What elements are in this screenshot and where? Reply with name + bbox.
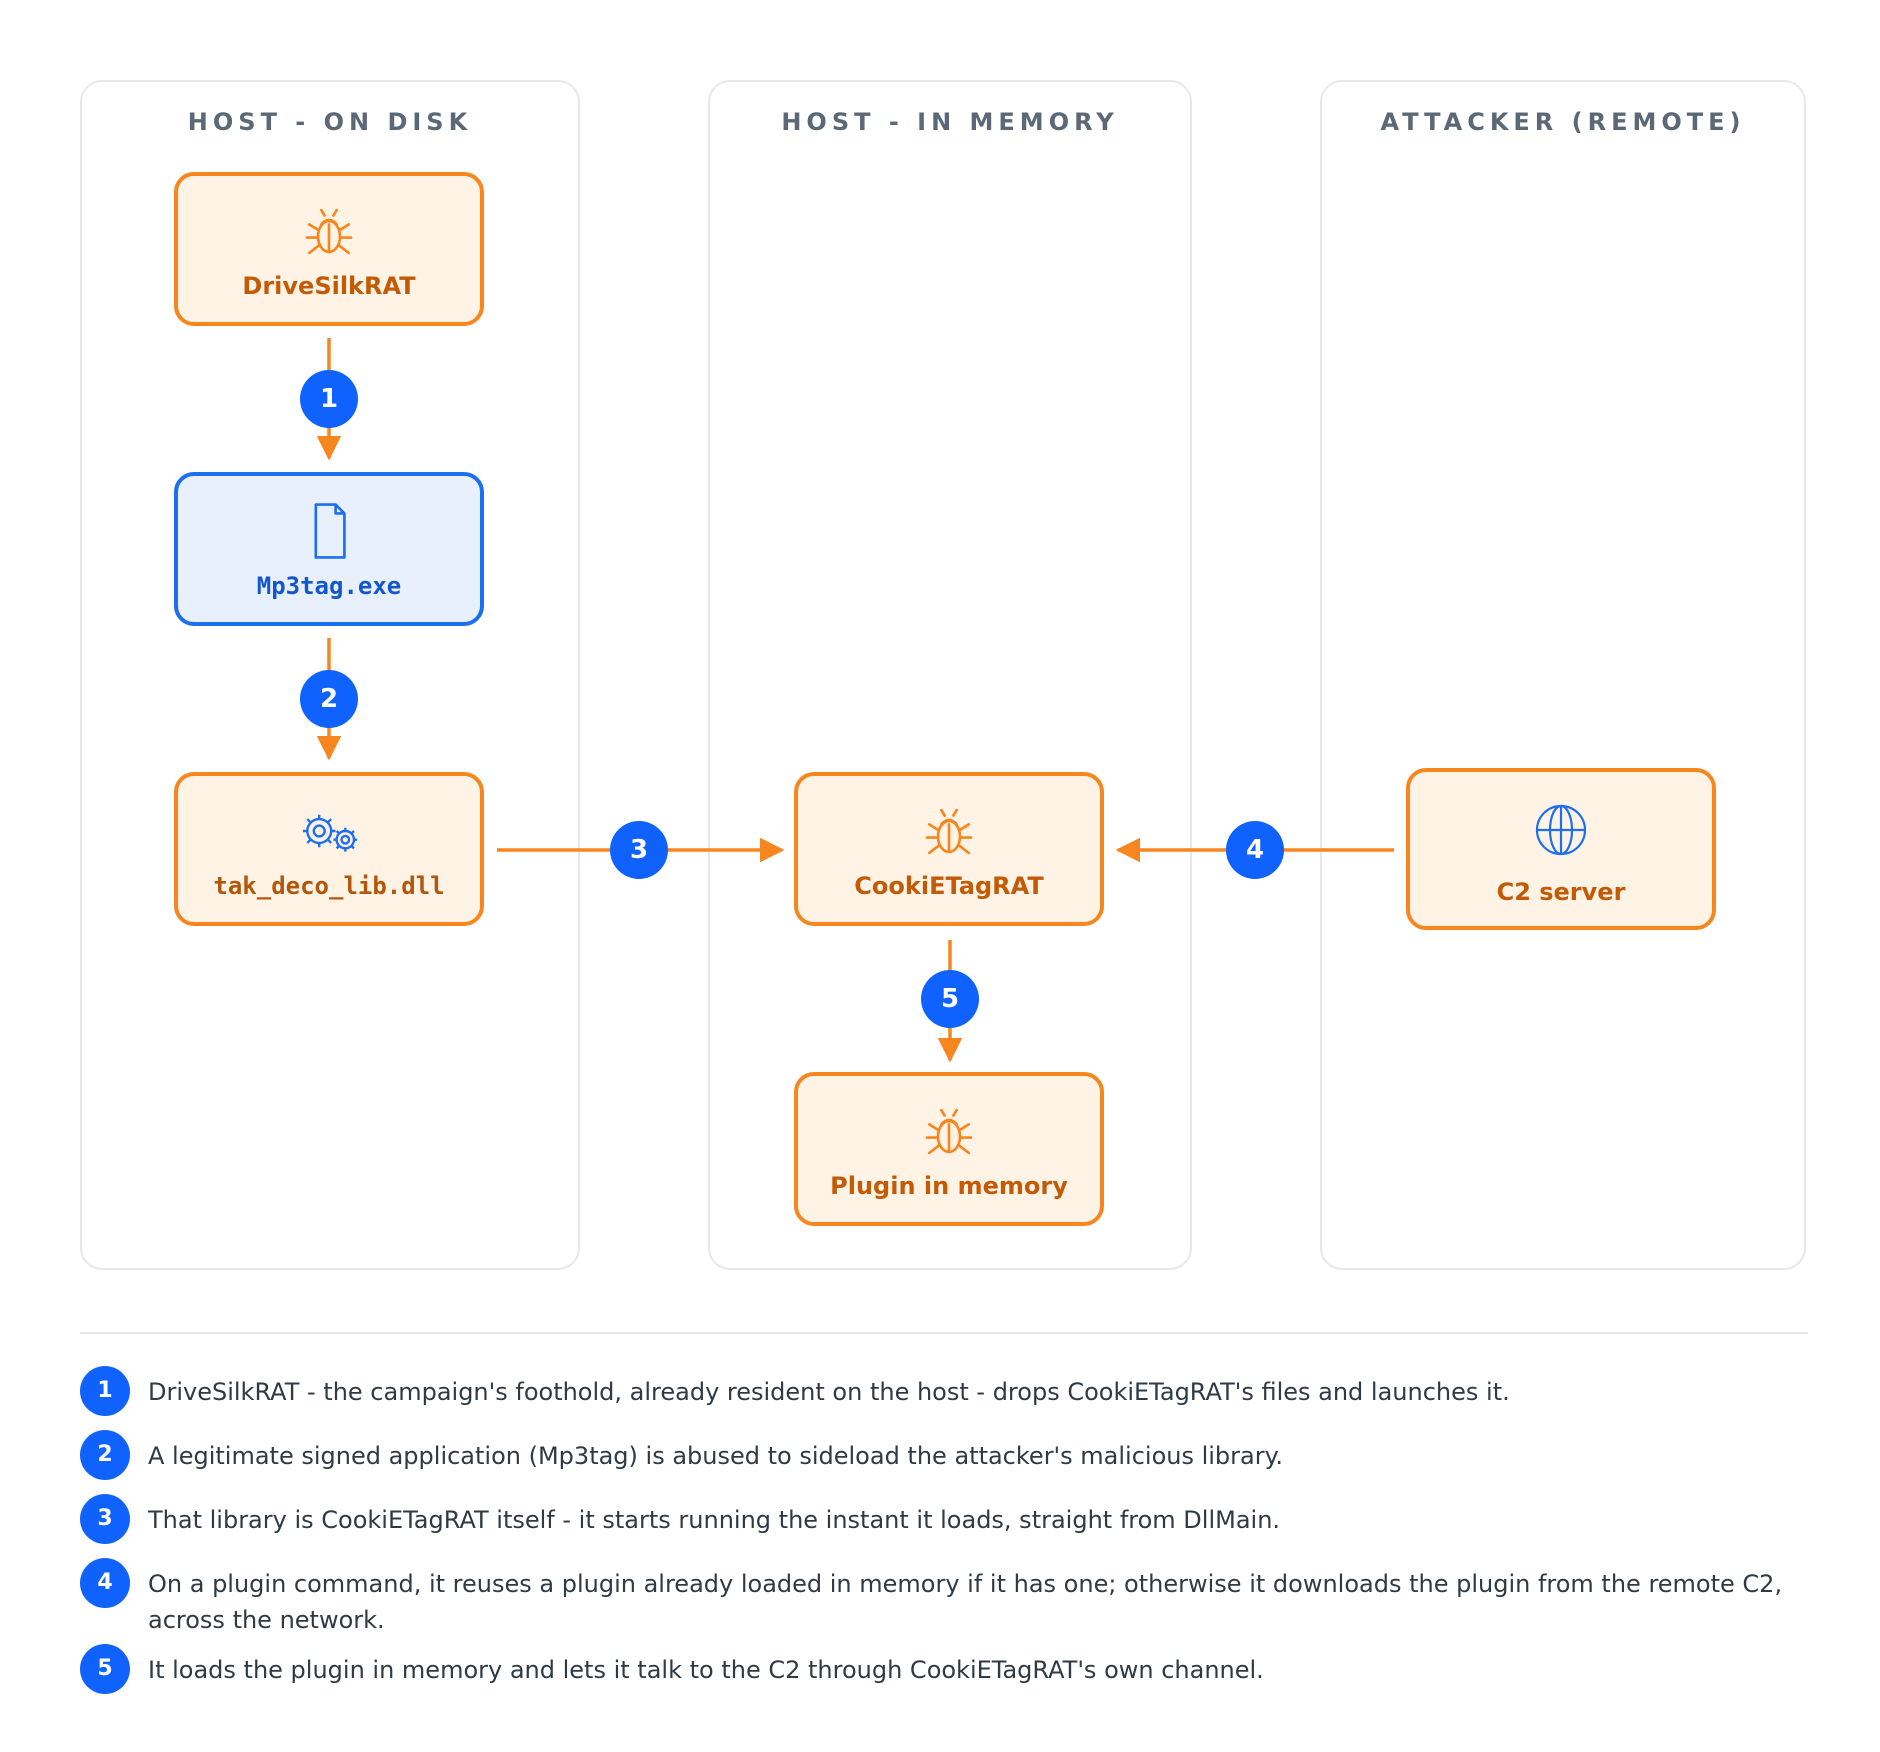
globe-icon (1410, 800, 1712, 866)
step-badge-3: 3 (610, 821, 668, 879)
step-badge-4: 4 (1226, 821, 1284, 879)
node-drivesilkrat: DriveSilkRAT (174, 172, 484, 326)
lane-host-in-memory (708, 80, 1192, 1270)
lane-title-attacker: ATTACKER (REMOTE) (1380, 108, 1746, 136)
node-tak-deco-lib-dll: tak_deco_lib.dll (174, 772, 484, 926)
step-badge-2: 2 (300, 670, 358, 728)
legend-badge: 4 (80, 1558, 130, 1608)
node-label: DriveSilkRAT (242, 272, 416, 300)
node-c2-server: C2 server (1406, 768, 1716, 930)
legend-text: On a plugin command, it reuses a plugin … (148, 1570, 1783, 1634)
bug-icon (178, 198, 480, 264)
lane-title-on-disk: HOST - ON DISK (187, 108, 473, 136)
legend-text: It loads the plugin in memory and lets i… (148, 1656, 1264, 1684)
node-label: Plugin in memory (830, 1172, 1068, 1200)
legend-badge: 1 (80, 1366, 130, 1416)
step-badge-5: 5 (921, 970, 979, 1028)
legend-text: That library is CookiETagRAT itself - it… (148, 1506, 1281, 1534)
legend-text: DriveSilkRAT - the campaign's foothold, … (148, 1378, 1510, 1406)
node-label: Mp3tag.exe (256, 572, 402, 600)
legend-divider (80, 1332, 1808, 1334)
file-icon (178, 498, 480, 564)
legend-badge: 3 (80, 1494, 130, 1544)
lane-title-in-memory: HOST - IN MEMORY (781, 108, 1119, 136)
legend-badge: 2 (80, 1430, 130, 1480)
node-label: tak_deco_lib.dll (213, 872, 445, 900)
node-label: CookiETagRAT (854, 872, 1044, 900)
legend-text: A legitimate signed application (Mp3tag)… (148, 1442, 1284, 1470)
bug-icon (798, 798, 1100, 864)
gears-icon (178, 798, 480, 864)
bug-icon (798, 1098, 1100, 1164)
node-cookietagrat: CookiETagRAT (794, 772, 1104, 926)
node-plugin-in-memory: Plugin in memory (794, 1072, 1104, 1226)
step-badge-1: 1 (300, 370, 358, 428)
legend-badge: 5 (80, 1644, 130, 1694)
lane-attacker-remote (1320, 80, 1806, 1270)
node-label: C2 server (1496, 878, 1626, 906)
node-mp3tag: Mp3tag.exe (174, 472, 484, 626)
